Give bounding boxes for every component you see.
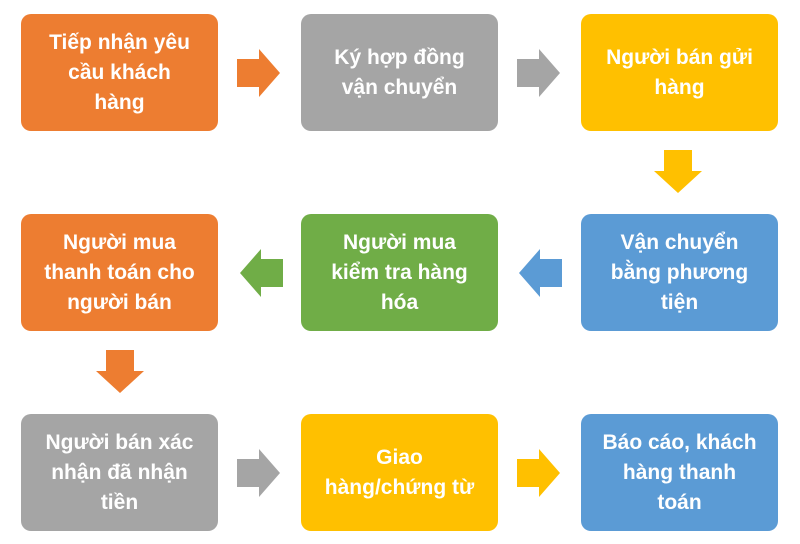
step-5-label: Người mua kiểm tra hàng hóa — [331, 230, 468, 314]
step-7-label: Người bán xác nhận đã nhận tiền — [45, 430, 194, 514]
step-6-buyer-pays-seller: Người mua thanh toán cho người bán — [21, 214, 218, 331]
arrow-right-icon — [517, 49, 561, 97]
step-4-label: Vận chuyển bằng phương tiện — [610, 230, 749, 314]
arrow-right-icon — [517, 449, 561, 497]
step-9-label: Báo cáo, khách hàng thanh toán — [602, 430, 757, 514]
step-4-transport-by-vehicle: Vận chuyển bằng phương tiện — [581, 214, 778, 331]
step-6-label: Người mua thanh toán cho người bán — [44, 230, 195, 314]
step-3-seller-sends-goods: Người bán gửi hàng — [581, 14, 778, 131]
step-7-seller-confirms-payment: Người bán xác nhận đã nhận tiền — [21, 414, 218, 531]
arrow-left-icon — [240, 249, 284, 297]
arrow-down-icon — [654, 150, 702, 194]
arrow-right-icon — [237, 49, 281, 97]
step-9-report-customer-payment: Báo cáo, khách hàng thanh toán — [581, 414, 778, 531]
step-1-label: Tiếp nhận yêu cầu khách hàng — [49, 30, 190, 114]
step-8-deliver-goods-documents: Giao hàng/chứng từ — [301, 414, 498, 531]
step-1-receive-request: Tiếp nhận yêu cầu khách hàng — [21, 14, 218, 131]
step-5-buyer-inspects-goods: Người mua kiểm tra hàng hóa — [301, 214, 498, 331]
step-2-sign-contract: Ký hợp đồng vận chuyển — [301, 14, 498, 131]
step-8-label: Giao hàng/chứng từ — [324, 445, 475, 499]
arrow-down-icon — [96, 350, 144, 394]
arrow-right-icon — [237, 449, 281, 497]
step-3-label: Người bán gửi hàng — [606, 45, 753, 99]
step-2-label: Ký hợp đồng vận chuyển — [334, 45, 465, 99]
arrow-left-icon — [519, 249, 563, 297]
